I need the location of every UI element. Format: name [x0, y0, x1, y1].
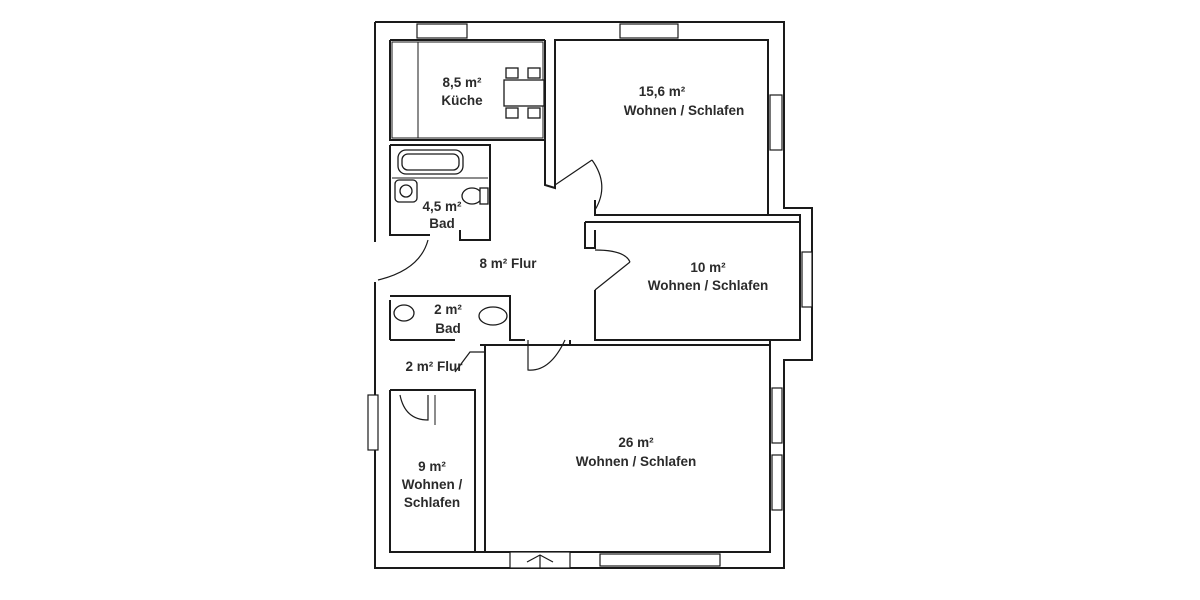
kitchen-window [416, 23, 468, 39]
small-bath-toilet [478, 306, 508, 326]
hall-2-door [454, 351, 485, 373]
small-bath-area-label: 2 m² [434, 302, 462, 317]
entrance-door [377, 239, 429, 281]
bedroom-26: 26 m² Wohnen / Schlafen [509, 340, 783, 569]
kitchen-room: 8,5 m² Küche [389, 23, 546, 141]
bedroom-9: 9 m² Wohnen / Schlafen [367, 394, 463, 510]
bedroom-9-window [367, 394, 379, 451]
bedroom-26-window-bottom [599, 553, 721, 567]
main-bathroom: 4,5 m² Bad [389, 144, 491, 241]
bedroom-15-window-top [619, 23, 679, 39]
hall-2: 2 m² Flur [390, 344, 570, 552]
bedroom-10-window [801, 251, 813, 308]
bedroom-9-name-line2: Schlafen [404, 495, 460, 510]
kitchen-area-label: 8,5 m² [442, 75, 482, 90]
hall-2-label: 2 m² Flur [405, 359, 463, 374]
bedroom-15-door [554, 159, 603, 211]
bedroom-26-window-lower [771, 454, 783, 511]
dining-table [503, 67, 545, 119]
bedroom-10-name-label: Wohnen / Schlafen [648, 278, 769, 293]
small-bath-sink [393, 304, 415, 322]
bedroom-10: 10 m² Wohnen / Schlafen [584, 221, 813, 341]
bedroom-15-6: 15,6 m² Wohnen / Schlafen [544, 23, 783, 216]
main-bath-area-label: 4,5 m² [422, 199, 462, 214]
bedroom-26-area-label: 26 m² [618, 435, 654, 450]
bedroom-15-area-label: 15,6 m² [639, 84, 686, 99]
hall-8: 8 m² Flur [377, 239, 566, 371]
bedroom-10-area-label: 10 m² [690, 260, 726, 275]
small-bath-name-label: Bad [435, 321, 461, 336]
kitchen-name-label: Küche [441, 93, 483, 108]
bedroom-26-window-upper [771, 387, 783, 444]
main-bath-name-label: Bad [429, 216, 455, 231]
bedroom-15-window-right [769, 94, 783, 151]
small-bathroom: 2 m² Bad [390, 295, 525, 341]
toilet [461, 187, 483, 205]
bedroom-9-area-label: 9 m² [418, 459, 446, 474]
hall-8-label: 8 m² Flur [479, 256, 537, 271]
hall-door-bottom [527, 339, 566, 371]
bedroom-26-name-label: Wohnen / Schlafen [576, 454, 697, 469]
bedroom-15-name-label: Wohnen / Schlafen [624, 103, 745, 118]
bedroom-9-door [399, 394, 429, 421]
bedroom-10-door [594, 249, 631, 291]
bedroom-9-name-line1: Wohnen / [402, 477, 463, 492]
